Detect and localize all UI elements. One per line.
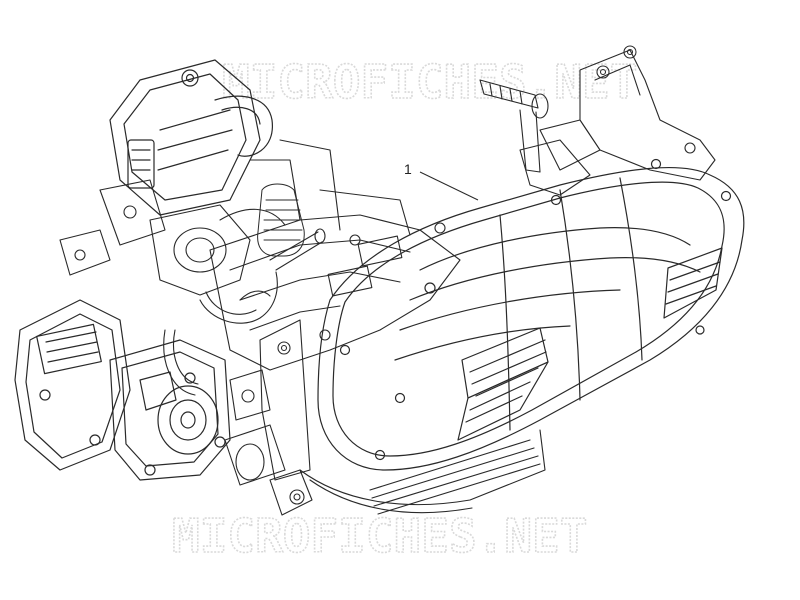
central-crankcase [209,139,461,481]
rear-bracket [519,45,716,196]
water-pump [109,339,231,481]
cylinder-head [109,59,273,216]
cvt-cover [317,158,745,471]
callout-1: 1 [404,161,479,201]
lower-crankcase [269,429,546,516]
starter-motor [224,369,286,486]
cam-chain [257,183,305,257]
callout-number-1: 1 [404,161,412,177]
output-shaft [479,79,549,173]
callout-leader-line [419,171,479,201]
throttle-body [59,179,286,296]
engine-assembly-drawing [14,45,745,516]
watermark-top: MICROFICHES.NET [222,55,637,109]
alternator-cover [14,299,131,471]
watermark-bottom: MICROFICHES.NET [172,509,587,563]
